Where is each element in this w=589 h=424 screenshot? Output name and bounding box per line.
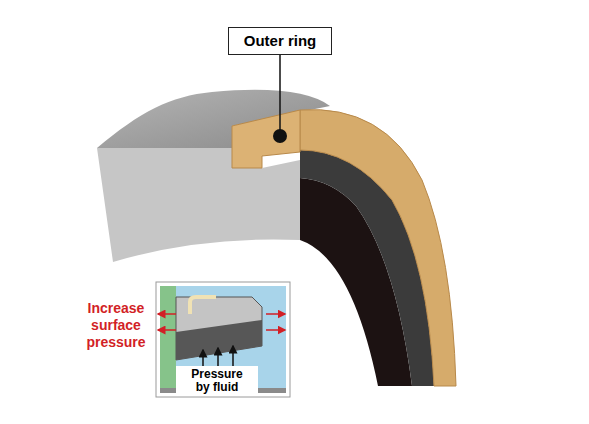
inset-housing — [160, 286, 176, 393]
surface-arrow — [266, 329, 285, 331]
outer-ring-strip — [300, 110, 456, 386]
part-label-box: Outer ring — [228, 27, 332, 55]
surface-arrow — [266, 313, 285, 315]
surface-pressure-label: Increase surface pressure — [78, 300, 154, 351]
pressure-label-box: Pressure by fluid — [176, 366, 258, 396]
seal-cross-section — [97, 148, 300, 262]
pressure-arrow — [217, 348, 219, 368]
pressure-arrow — [232, 346, 234, 368]
leader-dot — [273, 129, 287, 143]
inset-ring — [190, 297, 216, 314]
inset-seal — [176, 297, 262, 360]
surface-arrow — [158, 329, 176, 331]
inset-seal-lip — [176, 320, 262, 360]
node-text: Outer ring — [244, 32, 317, 50]
node-text: Pressure by fluid — [187, 368, 247, 394]
leader-line — [279, 54, 281, 136]
outer-ring-section — [232, 110, 300, 168]
inset-frame — [156, 282, 290, 397]
surface-arrow — [158, 313, 176, 315]
